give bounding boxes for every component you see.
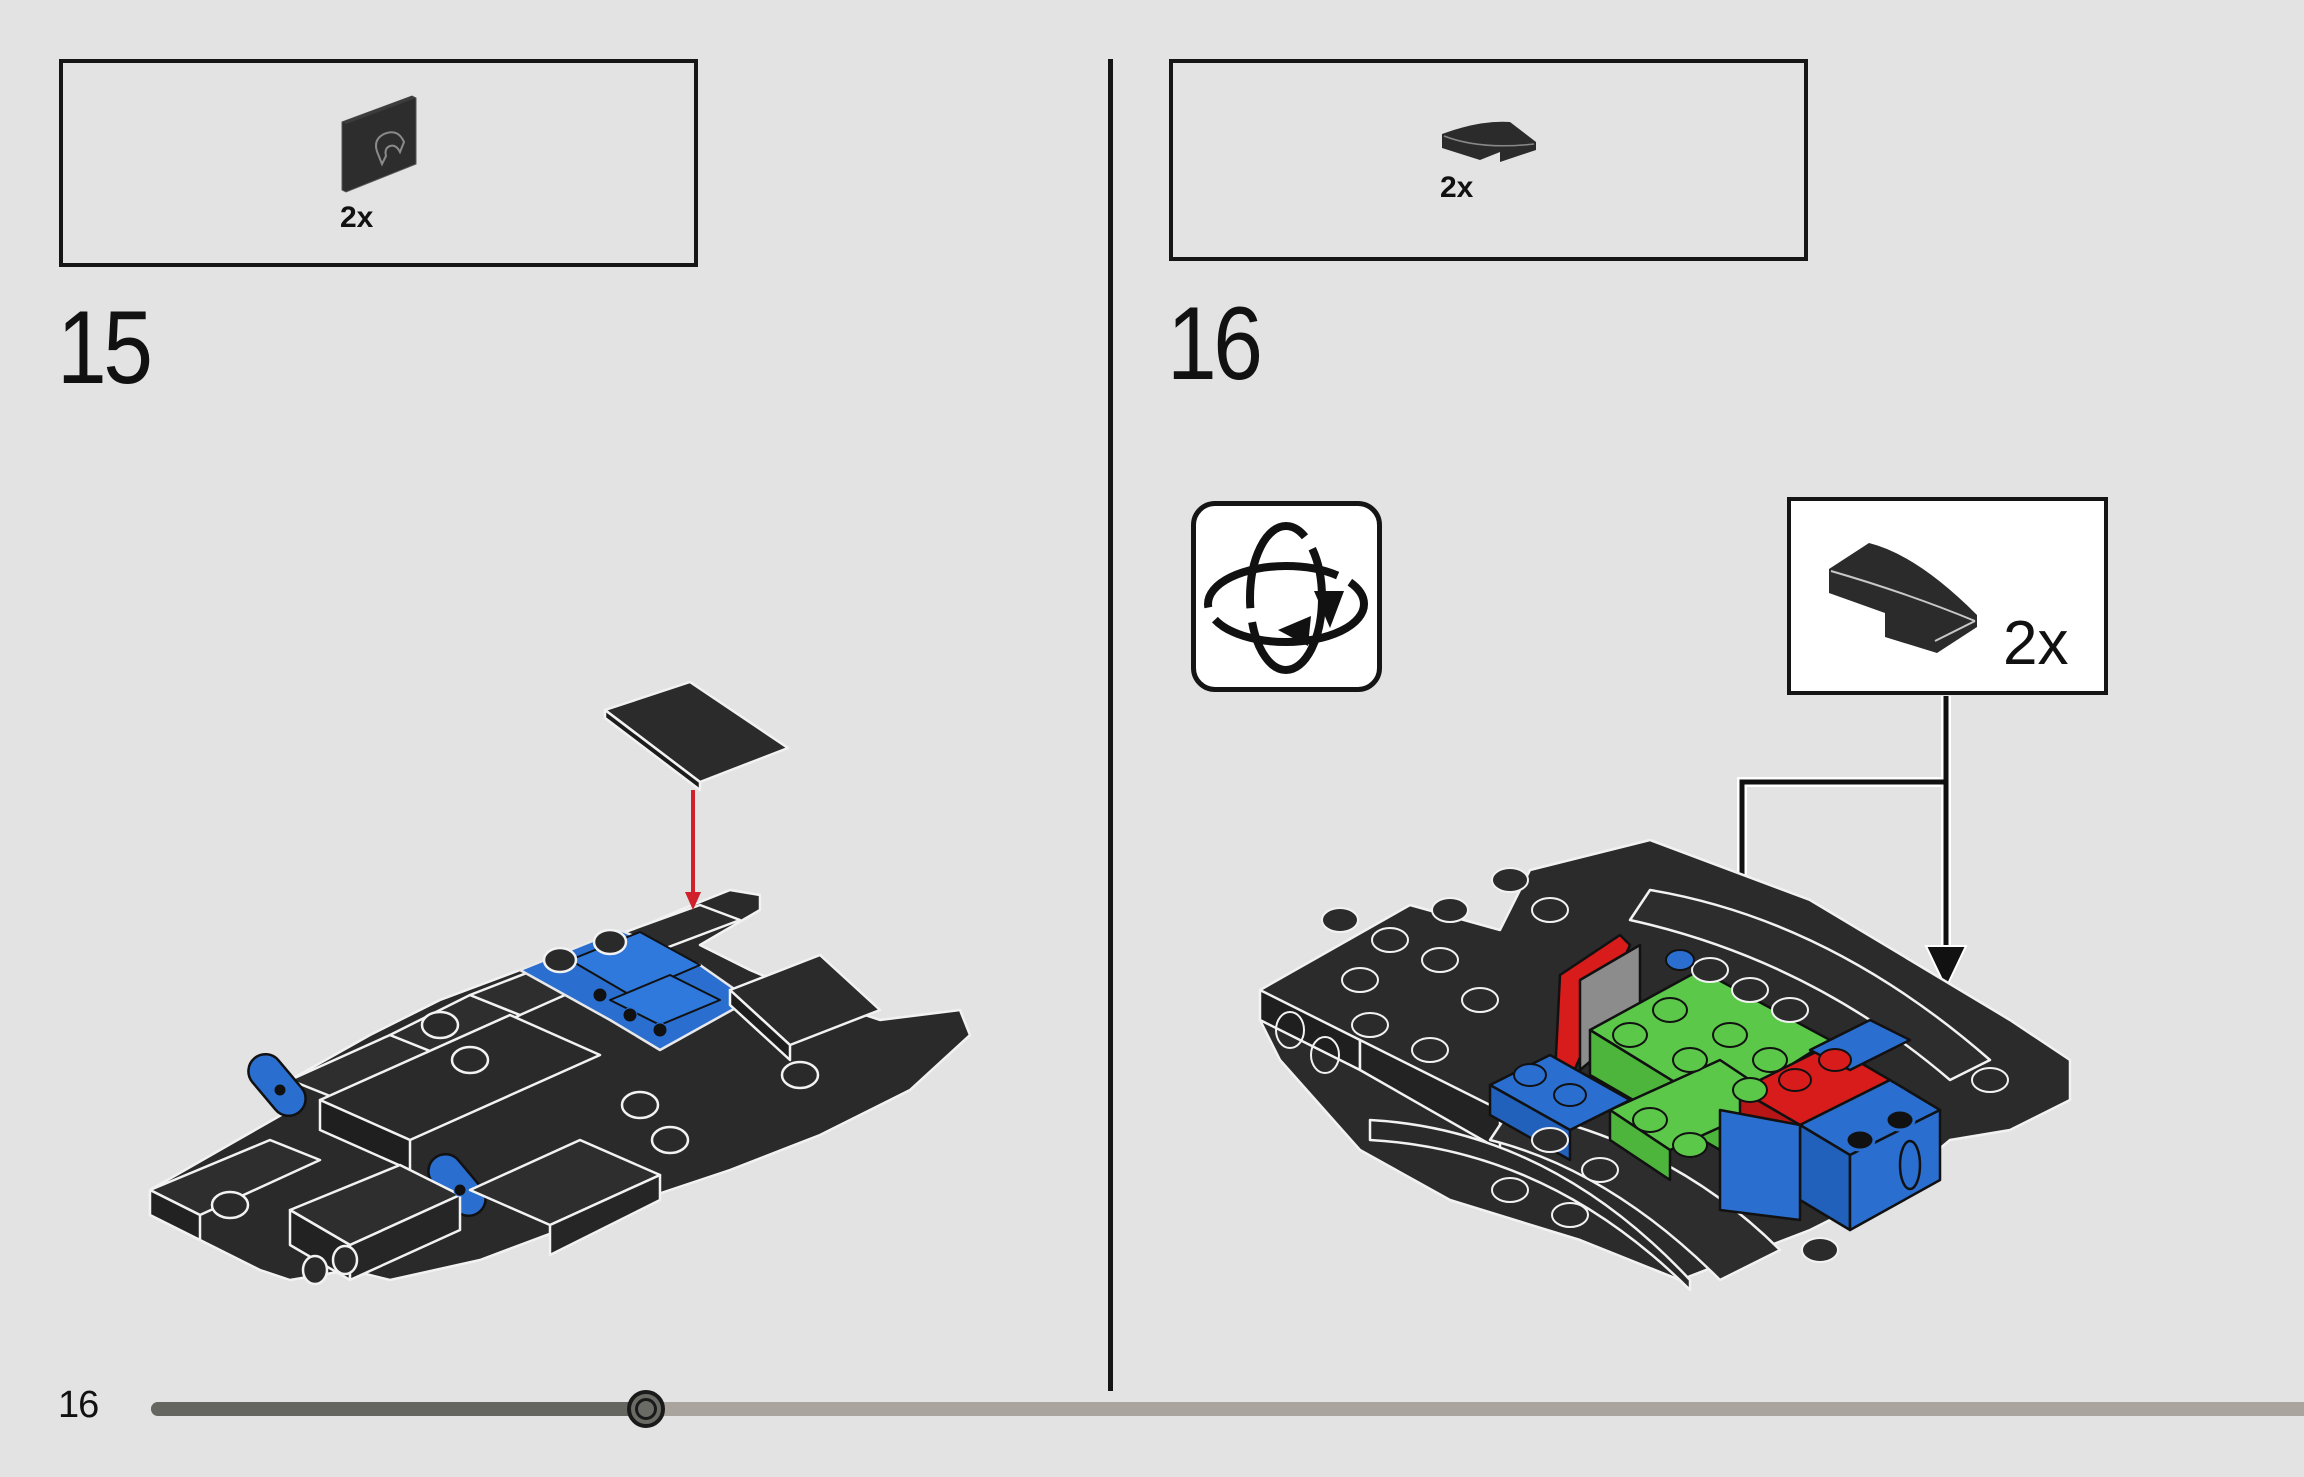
callout-quantity: 2x [2003,609,2069,678]
part-callout-box: 2x [1787,497,2108,695]
step-15-number: 15 [57,290,153,406]
curved-slope-part-icon [1442,121,1536,162]
step-15-model-illustration [148,680,972,1286]
curved-slope-callout-part-icon [1829,543,1977,653]
rotate-model-button [1191,501,1382,692]
progress-knob [627,1390,665,1428]
step-15-part-quantity: 2x [340,201,374,234]
tile-with-clip-part-icon [341,95,417,193]
step-16-number: 16 [1167,286,1263,402]
progress-track [151,1402,2304,1416]
step-16-parts-box [1169,59,1808,261]
step-16-part-quantity: 2x [1440,171,1474,204]
page-number: 16 [58,1384,99,1426]
rotate-model-icon [1204,522,1368,674]
step-16-model-illustration [1258,838,2072,1292]
step-divider [1108,59,1113,1391]
progress-fill [151,1402,646,1416]
